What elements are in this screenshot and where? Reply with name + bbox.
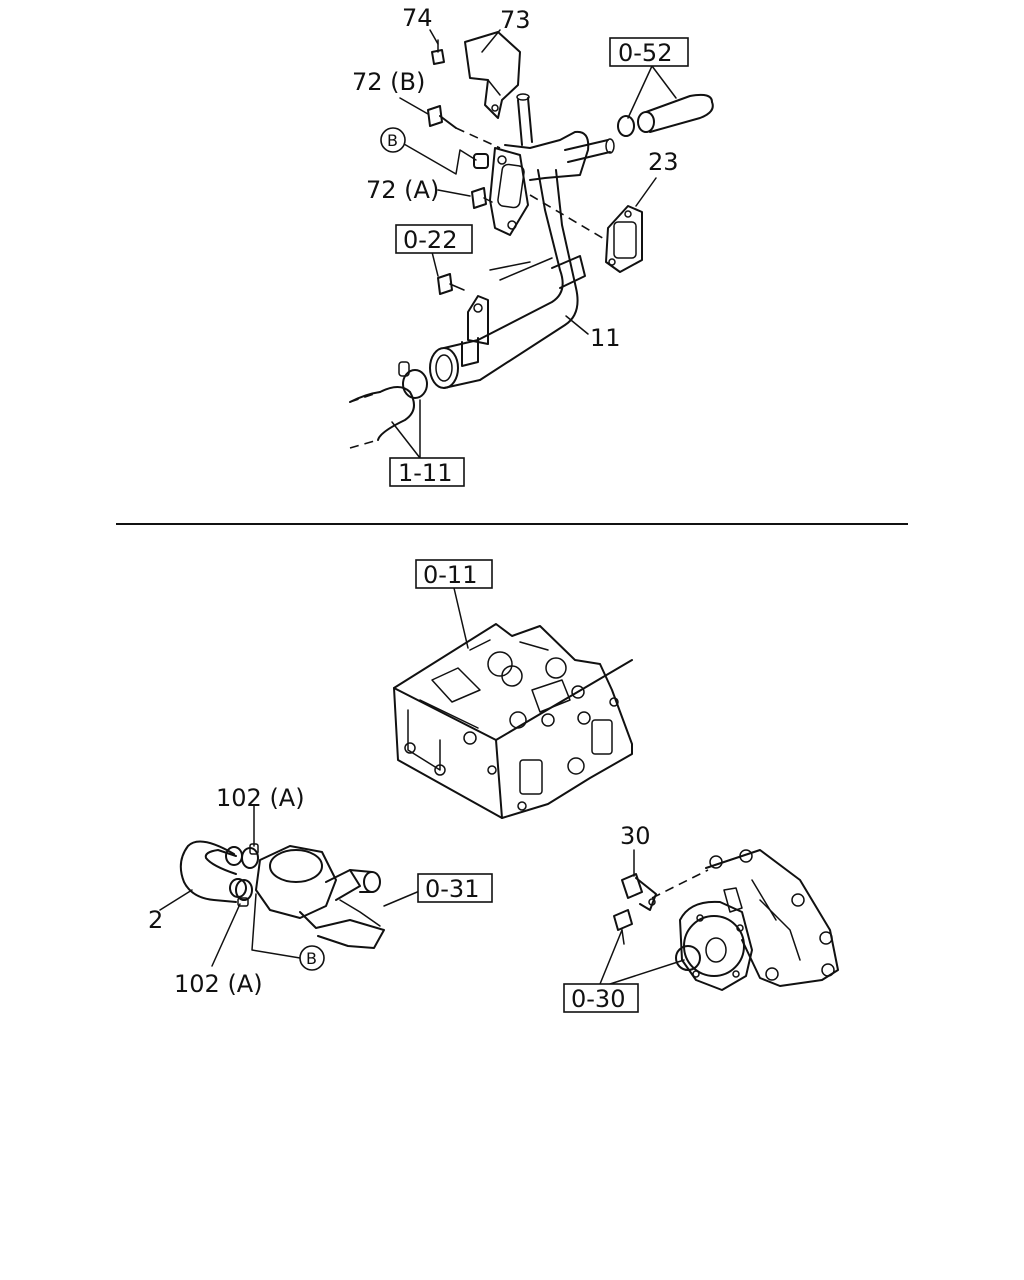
upper-hose [617, 93, 714, 137]
bracket-73 [464, 31, 521, 119]
callout-23: 23 [648, 148, 679, 176]
ref-box-1-11: 1-11 [389, 457, 465, 487]
thermostat-housing [489, 93, 615, 236]
lower-hose [349, 386, 415, 449]
callout-72a: 72 (A) [366, 176, 439, 204]
svg-text:1-11: 1-11 [398, 459, 452, 487]
ref-box-0-30: 0-30 [563, 983, 639, 1013]
callout-74: 74 [402, 4, 433, 32]
svg-text:B: B [306, 949, 317, 968]
callout-30: 30 [620, 822, 651, 850]
bolt-72b [427, 105, 501, 149]
gasket-23 [529, 194, 643, 273]
circle-b-marker-bottom: B [299, 945, 325, 971]
bolt-74 [431, 39, 445, 65]
bottom-assembly: 102 (A) 102 (A) 2 30 B 0-11 0-31 0-30 [148, 559, 839, 1013]
ref-box-0-31: 0-31 [417, 873, 493, 903]
circle-b-marker-top: B [380, 127, 406, 153]
top-assembly: 74 73 72 (B) 72 (A) 23 11 B 0-52 0-22 1-… [349, 4, 714, 487]
callout-73: 73 [500, 6, 531, 34]
thermostat-housing-bottom [255, 845, 385, 949]
svg-text:0-30: 0-30 [571, 985, 625, 1013]
water-pipe [429, 169, 586, 389]
hose-clamp-lower [398, 361, 428, 399]
svg-text:0-31: 0-31 [425, 875, 479, 903]
bolt-0-22 [437, 273, 465, 295]
bolt-72a [471, 187, 493, 209]
callout-102a-upper: 102 (A) [216, 784, 305, 812]
svg-text:0-22: 0-22 [403, 226, 457, 254]
ref-box-0-11: 0-11 [415, 559, 493, 589]
water-pump [651, 849, 839, 991]
clamp-102a-lower [235, 879, 253, 907]
ref-box-0-52: 0-52 [609, 37, 689, 67]
ref-box-0-22: 0-22 [395, 224, 473, 254]
svg-text:0-52: 0-52 [618, 39, 672, 67]
callout-2: 2 [148, 906, 163, 934]
bolt-0-30 [613, 909, 633, 945]
cylinder-head [393, 623, 633, 819]
callout-102a-lower: 102 (A) [174, 970, 263, 998]
callout-11: 11 [590, 324, 621, 352]
svg-text:0-11: 0-11 [423, 561, 477, 589]
leader-lines-bottom [159, 587, 685, 985]
callout-72b: 72 (B) [352, 68, 425, 96]
svg-text:B: B [387, 131, 398, 150]
plug-b [473, 153, 489, 169]
bolt-30 [621, 873, 657, 911]
clamp-102a-upper [241, 843, 259, 869]
leader-lines-top [391, 29, 677, 459]
